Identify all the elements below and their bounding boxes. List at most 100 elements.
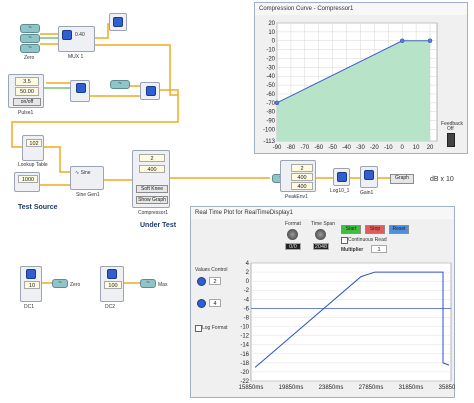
log-block[interactable] [333,168,350,186]
dc1-input[interactable]: 10 [24,281,40,289]
dc2-block[interactable]: 100 [100,266,124,302]
hold-input[interactable]: 2 [139,154,165,162]
info-icon [197,277,206,286]
rate-input[interactable]: 1000 [18,175,38,183]
max-label: Max [158,282,168,288]
timespan-value: 2048 [313,243,329,250]
sine-gen-label: Sine Gen1 [76,192,100,198]
gain-block[interactable] [360,166,378,188]
source-block[interactable]: ~ [110,80,130,89]
y-tick-label: -10 [240,325,249,331]
x-tick-label: 20 [427,145,434,151]
multiplier-input[interactable]: 1 [371,245,387,253]
peak-icon [146,86,156,96]
compressor-block[interactable]: 2 400 Soft Knee Show Graph [132,150,170,208]
soft-knee-button[interactable]: Soft Knee [136,185,168,193]
feedback-state: Off [447,126,454,132]
mux-label: MUX 1 [68,54,84,60]
peak-env-block[interactable] [140,82,160,100]
log-format-label: Log Format [202,325,228,331]
curve-fill [277,40,431,141]
zero-source-label: Zero [70,282,81,288]
y-tick-label: 20 [268,21,275,27]
meter-block[interactable] [109,13,127,31]
feedback-label: Feedback [441,121,463,127]
stop-button[interactable]: Stop [365,225,385,234]
gain-icon [364,170,374,180]
show-graph-button[interactable]: Show Graph [136,196,168,204]
dc1-block[interactable]: 10 [20,266,42,302]
start-button[interactable]: Start [341,225,361,234]
y-tick-label: -60 [266,92,275,98]
x-tick-label: -50 [328,145,337,151]
dc1-label: DC1 [24,304,35,310]
format-knob[interactable] [287,229,298,240]
source-block[interactable]: ~ [20,24,40,33]
under-test-caption: Under Test [140,222,177,229]
y-tick-label: -8 [244,315,250,321]
y-tick-label: -22 [240,379,249,385]
log-label: Log10_1 [330,188,350,194]
signal-line [254,271,450,368]
attack-input-2[interactable]: 400 [291,173,313,181]
x-tick-label: 10 [413,145,420,151]
feedback-switch[interactable] [447,133,455,147]
y-tick-label: -40 [266,74,275,80]
pulse-block[interactable]: 3.5 50.00 on/off [8,74,44,108]
y-tick-label: -30 [266,65,275,71]
y-tick-label: -80 [266,110,275,116]
y-tick-label: -2 [244,288,250,294]
y-tick-label: -70 [266,101,275,107]
mux-block[interactable]: 0.40 [58,26,95,52]
compressor-label: Compressor1 [138,210,169,216]
y-tick-label: -4 [244,297,250,303]
x-tick-label: -90 [273,145,282,151]
release-input[interactable]: 400 [291,182,313,190]
x-tick-label: 15850ms [239,385,264,391]
sine-gen-block[interactable]: ∿ Sine [70,166,104,190]
pulse-label: Pulse1 [18,110,34,116]
log-format-checkbox[interactable] [195,325,202,332]
pulse-onoff-toggle[interactable]: on/off [13,98,41,106]
hold-input-2[interactable]: 2 [291,164,313,172]
realtime-plot-window[interactable]: Real Time Plot for RealTimeDisplay1 Form… [190,206,455,398]
dc2-input[interactable]: 100 [104,281,122,289]
reset-button[interactable]: Reset [389,225,409,234]
dc-icon [107,269,117,279]
gain-block-small[interactable] [70,80,90,102]
value-a[interactable]: 2 [209,277,221,285]
info-icon [197,299,206,308]
peak-env-label: PeakEnv1 [285,194,308,200]
table-input[interactable]: 102 [26,139,42,147]
zero-source[interactable]: ~ [52,279,68,288]
source-block[interactable]: ~ [20,44,40,53]
compression-curve-plot: 20100-10-20-30-40-50-60-70-80-90-100-113… [263,21,438,151]
curve-point [399,38,405,43]
y-tick-label: -14 [240,343,249,349]
timespan-knob[interactable] [315,229,326,240]
value-b[interactable]: 4 [209,299,221,307]
format-label: Format [285,221,301,227]
attack-input[interactable]: 400 [139,165,165,173]
x-tick-label: -30 [356,145,365,151]
y-tick-label: 0 [272,39,276,45]
pulse-width-input[interactable]: 50.00 [15,87,39,96]
peak-env-block-2[interactable]: 2 400 400 [280,160,316,192]
lookup-table-block[interactable]: 102 [22,135,44,161]
graph-button[interactable]: Graph [390,174,414,184]
continuous-checkbox[interactable] [341,237,348,244]
y-tick-label: -10 [266,48,275,54]
y-tick-label: -20 [266,56,275,62]
pulse-amp-input[interactable]: 3.5 [15,77,39,86]
rate-block[interactable]: 1000 [14,172,40,192]
x-tick-label: -70 [300,145,309,151]
x-tick-label: -10 [384,145,393,151]
max-source[interactable]: ~ [140,279,156,288]
x-tick-label: -40 [342,145,351,151]
source-block[interactable]: ~ [20,34,40,43]
y-tick-label: -113 [263,139,275,145]
plot-area [250,262,452,382]
y-tick-label: 0 [246,279,250,285]
continuous-label: Continuous Read [348,237,387,243]
